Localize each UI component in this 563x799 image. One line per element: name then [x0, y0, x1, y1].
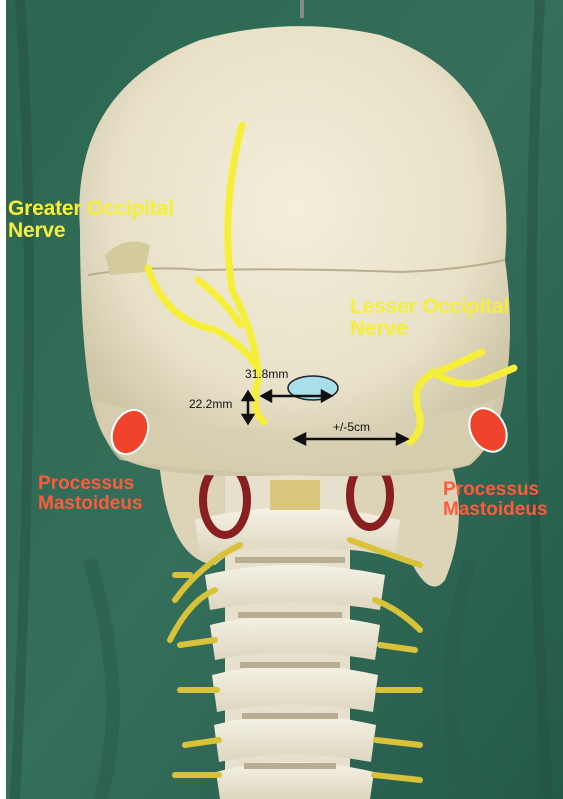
mastoid-label-right-line2: Mastoideus — [443, 500, 548, 520]
greater-occipital-label-line2: Nerve — [8, 220, 174, 242]
mastoid-label-left-line1: Processus — [38, 474, 143, 494]
mastoid-label-right-line1: Processus — [443, 480, 548, 500]
mastoid-label-left: Processus Mastoideus — [38, 474, 143, 514]
lesser-occipital-label-line1: Lesser Occipital — [350, 296, 509, 318]
lesser-occipital-label-line2: Nerve — [350, 318, 509, 340]
mastoid-label-left-line2: Mastoideus — [38, 494, 143, 514]
measurement-horizontal: 31.8mm — [245, 367, 288, 381]
measurement-vertical: 22.2mm — [189, 397, 232, 411]
greater-occipital-label: Greater Occipital Nerve — [8, 198, 174, 242]
mastoid-label-right: Processus Mastoideus — [443, 480, 548, 520]
lesser-occipital-label: Lesser Occipital Nerve — [350, 296, 509, 340]
greater-occipital-label-line1: Greater Occipital — [8, 198, 174, 220]
measurement-lesser-distance: +/-5cm — [333, 420, 370, 434]
